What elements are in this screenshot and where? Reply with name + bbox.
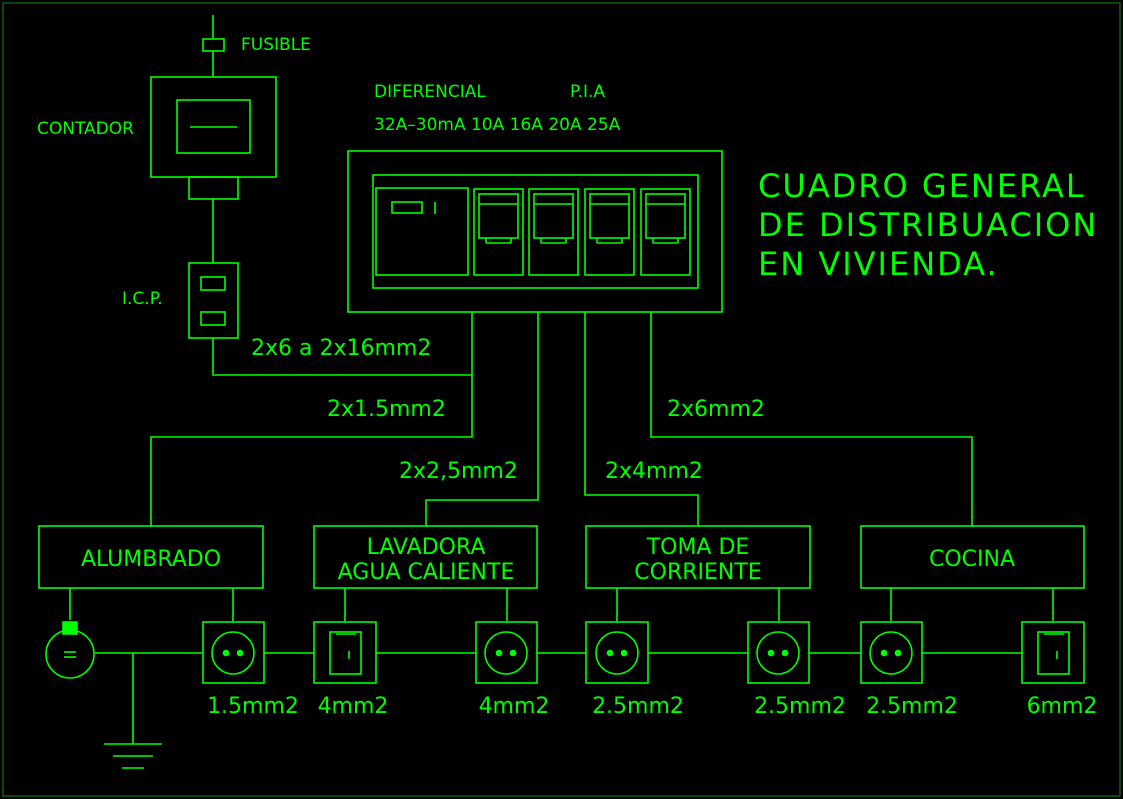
device-section-label: 2.5mm2 — [754, 694, 846, 719]
icp-label: I.C.P. — [122, 289, 163, 309]
device-section-label: 2.5mm2 — [592, 694, 684, 719]
ratings-label: 32A–30mA 10A 16A 20A 25A — [374, 115, 621, 135]
socket-icon — [202, 621, 265, 684]
switch-icon — [313, 621, 377, 684]
circuit-alumbrado-label: ALUMBRADO — [81, 547, 221, 572]
differential-icon — [375, 187, 469, 276]
socket-icon — [860, 621, 923, 684]
cable-c2-label: 2x2,5mm2 — [399, 459, 518, 484]
cable-c4-label: 2x6mm2 — [667, 397, 765, 422]
fusible-label: FUSIBLE — [241, 35, 311, 55]
cable-main-label: 2x6 a 2x16mm2 — [251, 336, 431, 361]
circuit-toma-label-1: TOMA DE — [646, 535, 750, 560]
switch-icon — [1021, 621, 1085, 684]
socket-icon — [475, 621, 538, 684]
circuit-toma-corriente — [585, 525, 811, 589]
device-section-label: 4mm2 — [318, 694, 389, 719]
pia-breaker-icon — [473, 188, 691, 276]
ground-icon — [104, 653, 162, 769]
circuit-cocina-label: COCINA — [929, 547, 1015, 572]
distribution-panel — [347, 150, 723, 313]
circuit-lavadora — [313, 525, 538, 589]
socket-icon — [585, 621, 649, 684]
cable-c1-label: 2x1.5mm2 — [327, 397, 446, 422]
device-section-label: 1.5mm2 — [207, 694, 299, 719]
device-section-label: 4mm2 — [479, 694, 550, 719]
circuit-alumbrado — [38, 525, 264, 589]
title-line-1: CUADRO GENERAL — [758, 167, 1086, 205]
contador-label: CONTADOR — [37, 119, 134, 139]
socket-icon — [747, 621, 810, 684]
circuit-lavadora-label-2: AGUA CALIENTE — [338, 560, 515, 585]
circuit-cocina — [860, 525, 1085, 589]
diferencial-label: DIFERENCIAL — [374, 82, 486, 102]
device-section-label: 6mm2 — [1027, 694, 1098, 719]
device-section-label: 2.5mm2 — [866, 694, 958, 719]
title-line-3: EN VIVIENDA. — [758, 245, 999, 283]
pia-label: P.I.A — [570, 82, 605, 102]
circuit-toma-label-2: CORRIENTE — [634, 560, 761, 585]
cable-c3-label: 2x4mm2 — [605, 459, 703, 484]
title-line-2: DE DISTRIBUACION — [758, 206, 1098, 244]
circuit-lavadora-label-1: LAVADORA — [367, 535, 486, 560]
lamp-icon — [45, 621, 95, 679]
